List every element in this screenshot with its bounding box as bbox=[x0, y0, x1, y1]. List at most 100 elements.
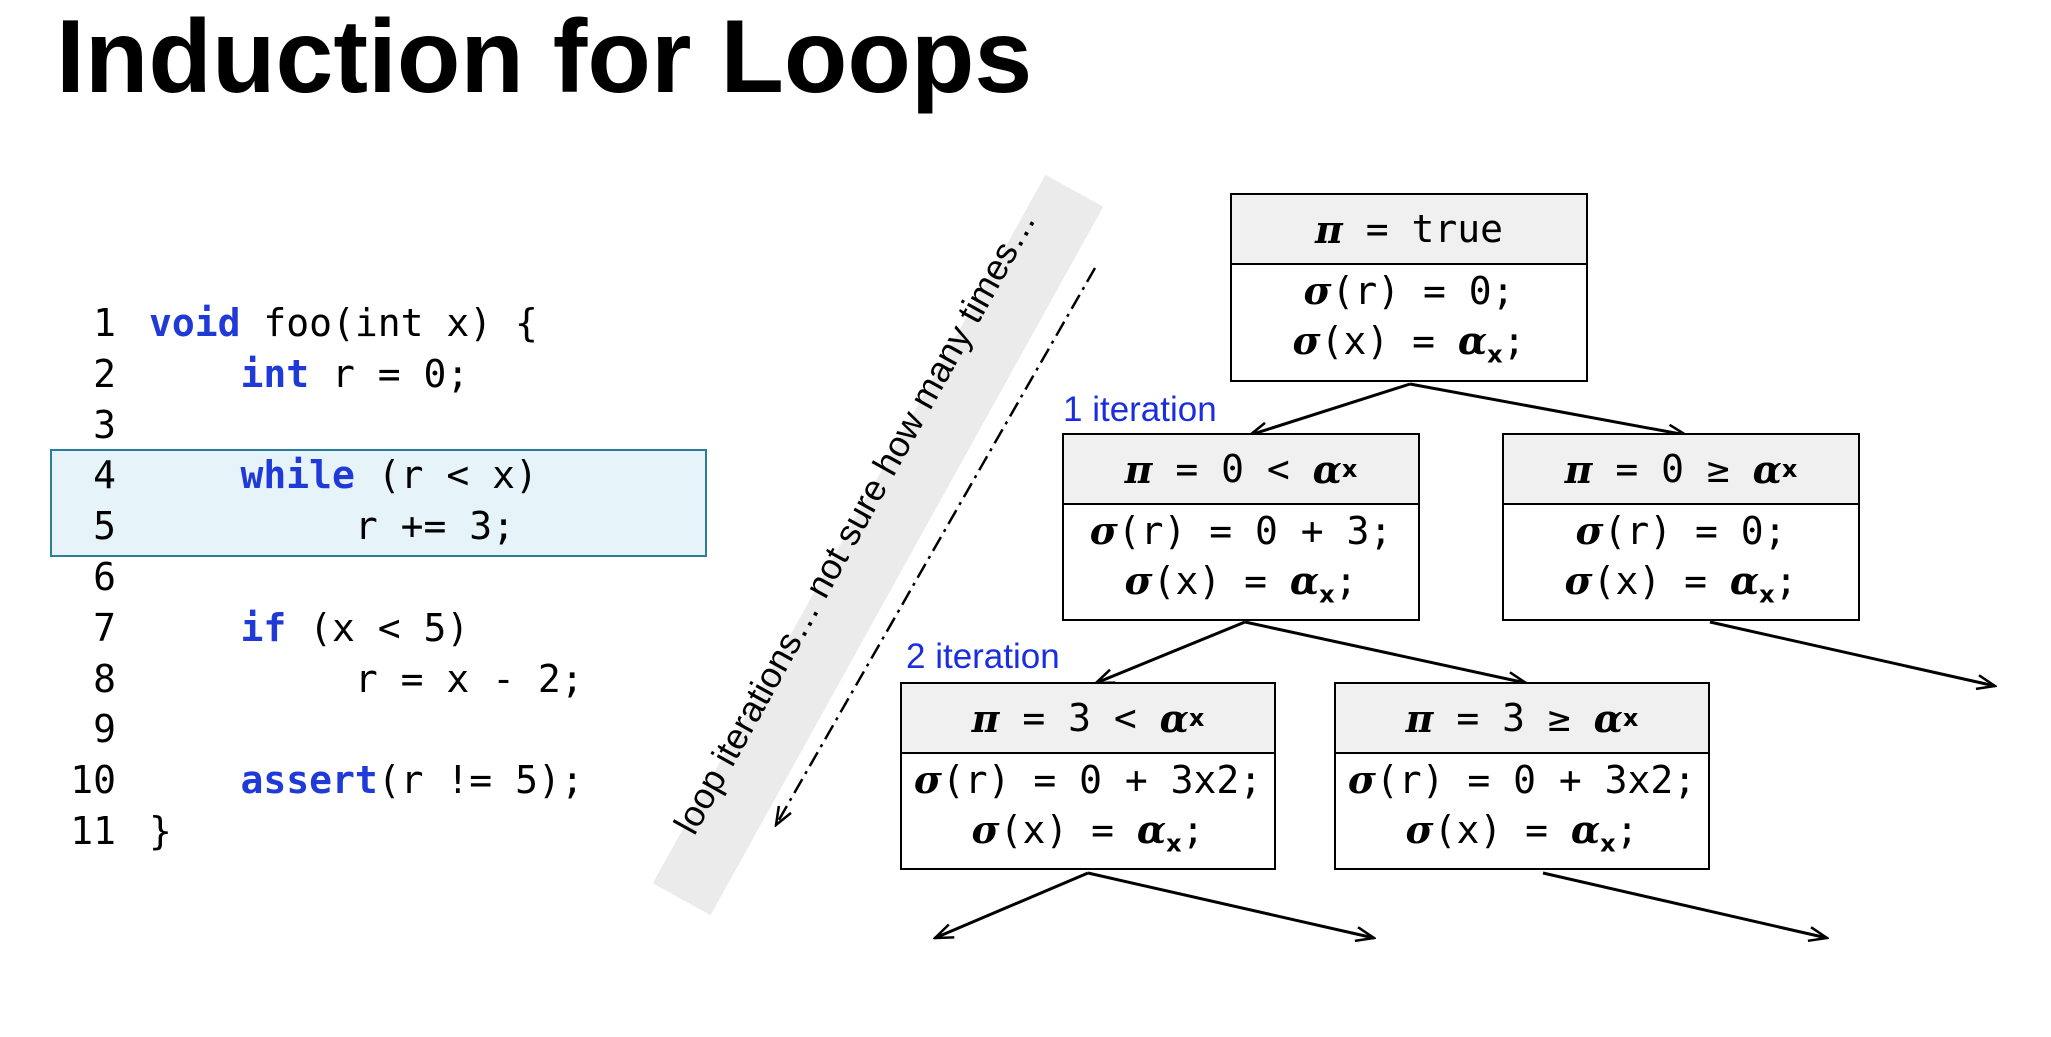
state-line: σ(x) = αx; bbox=[1293, 316, 1526, 380]
edge-root-l1 bbox=[1250, 382, 1411, 435]
path-condition-text: = 3 ≥ bbox=[1433, 696, 1594, 740]
alpha-subscript: x bbox=[1341, 455, 1358, 483]
state-text: (r) = 0 + 3x2; bbox=[941, 758, 1263, 803]
code-token: r += 3; bbox=[149, 504, 516, 549]
sigma-symbol: σ bbox=[971, 807, 1000, 853]
alpha-subscript: x bbox=[1622, 704, 1639, 732]
code-token: foo(int x) { bbox=[240, 301, 538, 345]
sigma-symbol: σ bbox=[1564, 558, 1593, 604]
keyword: int bbox=[240, 351, 310, 396]
sigma-symbol: σ bbox=[1292, 318, 1321, 364]
alpha-subscript: x bbox=[1781, 455, 1798, 483]
alpha-symbol: α bbox=[1752, 446, 1782, 492]
edge-l2-left bbox=[935, 871, 1089, 940]
state-text: (x) = bbox=[1592, 559, 1730, 604]
code-text: if (x < 5) bbox=[149, 603, 470, 653]
code-text: assert(r != 5); bbox=[149, 755, 584, 805]
state-line: σ(x) = αx; bbox=[1565, 556, 1798, 620]
line-number: 5 bbox=[93, 504, 116, 549]
state-text: (r) = 0 + 3x2; bbox=[1375, 758, 1697, 803]
alpha-subscript: x bbox=[1188, 704, 1205, 732]
alpha-symbol: α bbox=[1159, 695, 1189, 741]
code-text: int r = 0; bbox=[149, 349, 470, 399]
keyword: void bbox=[149, 301, 241, 345]
line-number: 8 bbox=[93, 656, 116, 701]
code-token: r = 0; bbox=[309, 351, 470, 396]
state-text: (x) = bbox=[1433, 808, 1571, 853]
line-number: 11 bbox=[70, 809, 116, 853]
slide-title: Induction for Loops bbox=[56, 0, 1033, 115]
line-number: 7 bbox=[93, 605, 116, 650]
alpha-symbol: α bbox=[1570, 807, 1601, 853]
edge-r2-out bbox=[1542, 871, 1827, 938]
state-line: σ(x) = αx; bbox=[1125, 556, 1358, 620]
alpha-symbol: α bbox=[1289, 558, 1320, 604]
line-number: 10 bbox=[70, 758, 116, 803]
path-condition: π = true bbox=[1232, 195, 1586, 265]
path-condition-text: = 0 < bbox=[1152, 447, 1313, 491]
loop-highlight-box bbox=[50, 449, 707, 557]
code-text: r = x - 2; bbox=[149, 654, 584, 704]
code-text: } bbox=[149, 806, 172, 856]
keyword: assert bbox=[240, 758, 378, 803]
state-line: σ(x) = αx; bbox=[972, 805, 1205, 869]
pi-symbol: π bbox=[1564, 446, 1593, 492]
edge-l1-r2 bbox=[1244, 620, 1526, 683]
edge-r1-out bbox=[1709, 620, 1995, 686]
code-token: } bbox=[149, 809, 172, 853]
state-text: (x) = bbox=[999, 808, 1137, 853]
code-token: (x < 5) bbox=[286, 605, 470, 650]
state-text: (x) = bbox=[1152, 559, 1290, 604]
state-text: (r) = 0; bbox=[1331, 269, 1515, 314]
pi-symbol: π bbox=[1124, 446, 1153, 492]
path-condition-text: = 3 < bbox=[999, 696, 1160, 740]
pi-symbol: π bbox=[971, 695, 1000, 741]
alpha-symbol: α bbox=[1136, 807, 1167, 853]
state-text: ; bbox=[1774, 559, 1798, 604]
sigma-symbol: σ bbox=[1405, 807, 1434, 853]
symbolic-state: σ(r) = 0 + 3x2;σ(x) = αx; bbox=[902, 754, 1274, 870]
line-number: 1 bbox=[93, 301, 116, 345]
path-condition-text: = true bbox=[1342, 207, 1503, 251]
path-condition-text: = 0 ≥ bbox=[1592, 447, 1753, 491]
state-line: σ(r) = 0 + 3; bbox=[1090, 506, 1393, 556]
state-line: σ(x) = αx; bbox=[1406, 805, 1639, 869]
sigma-symbol: σ bbox=[1303, 268, 1332, 314]
edge-l1-l2 bbox=[1096, 620, 1246, 685]
alpha-symbol: α bbox=[1312, 446, 1342, 492]
state-text: ; bbox=[1615, 808, 1639, 853]
alpha-subscript: x bbox=[1759, 580, 1775, 609]
line-number: 6 bbox=[93, 555, 116, 599]
state-line: σ(r) = 0; bbox=[1575, 506, 1786, 556]
alpha-symbol: α bbox=[1729, 558, 1760, 604]
state-text: (x) = bbox=[1320, 319, 1458, 364]
keyword: while bbox=[240, 453, 355, 498]
alpha-subscript: x bbox=[1319, 580, 1335, 609]
code-text: while (r < x) bbox=[149, 450, 538, 500]
code-token: (r < x) bbox=[354, 453, 538, 498]
iteration-label-1: 1 iteration bbox=[1063, 390, 1217, 429]
line-number: 4 bbox=[93, 453, 116, 498]
state-text: ; bbox=[1502, 319, 1526, 364]
alpha-symbol: α bbox=[1593, 695, 1623, 741]
alpha-subscript: x bbox=[1166, 829, 1182, 858]
line-number: 9 bbox=[93, 707, 116, 752]
state-line: σ(r) = 0 + 3x2; bbox=[914, 755, 1262, 805]
symbolic-state: σ(r) = 0 + 3x2;σ(x) = αx; bbox=[1336, 754, 1708, 870]
sigma-symbol: σ bbox=[1347, 757, 1376, 803]
sigma-symbol: σ bbox=[1089, 508, 1118, 554]
sigma-symbol: σ bbox=[1124, 558, 1153, 604]
state-line: σ(r) = 0 + 3x2; bbox=[1348, 755, 1696, 805]
state-text: ; bbox=[1334, 559, 1358, 604]
code-text: void foo(int x) { bbox=[149, 298, 538, 348]
alpha-subscript: x bbox=[1600, 829, 1616, 858]
sigma-symbol: σ bbox=[913, 757, 942, 803]
keyword: if bbox=[240, 605, 287, 650]
tree-edges bbox=[0, 267, 2051, 989]
